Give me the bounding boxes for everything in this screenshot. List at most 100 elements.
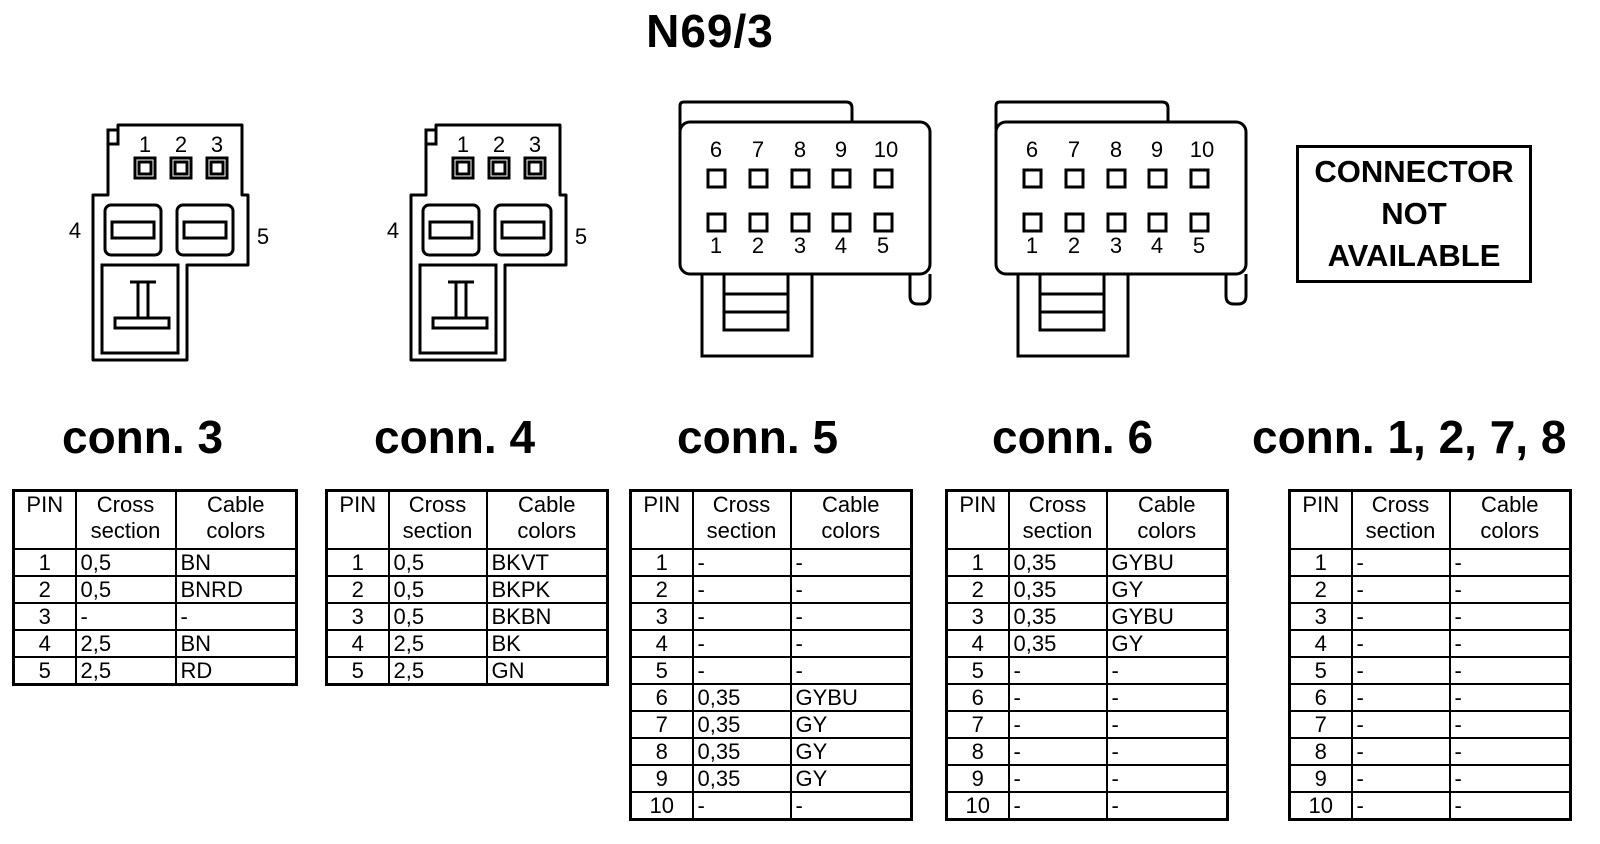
cross-section-cell: 0,35 — [691, 737, 792, 766]
cable-color-cell: - — [174, 602, 298, 631]
cable-color-cell: - — [1448, 602, 1572, 631]
cross-section-cell: - — [1007, 656, 1108, 685]
pin-cell: 2 — [12, 575, 77, 604]
connector-3-pin-2-label: 2 — [175, 132, 187, 157]
cross-section-cell: - — [1007, 764, 1108, 793]
pin-cell: 4 — [325, 629, 390, 658]
connector-5-pin-7-label: 7 — [752, 137, 764, 162]
pin-cell: 3 — [12, 602, 77, 631]
connector-3-pin-1-label: 1 — [139, 132, 151, 157]
header-pin: PIN — [325, 489, 390, 550]
connector-3-label: conn. 3 — [62, 411, 224, 463]
cross-section-cell: - — [1007, 710, 1108, 739]
connector-6-label: conn. 6 — [992, 411, 1154, 463]
cross-section-cell: 2,5 — [74, 629, 177, 658]
pin-cell: 3 — [629, 602, 694, 631]
cross-section-cell: - — [1350, 629, 1451, 658]
cable-color-cell: - — [1448, 548, 1572, 577]
connector-3-pin-5-label: 5 — [257, 224, 269, 249]
pin-cell: 8 — [629, 737, 694, 766]
pin-cell: 6 — [945, 683, 1010, 712]
connector-4-pin-3-label: 3 — [529, 132, 541, 157]
pin-cell: 2 — [325, 575, 390, 604]
connector-6-pin-1-label: 1 — [1026, 233, 1038, 258]
cross-section-cell: - — [1007, 683, 1108, 712]
connector-6-pin-6-label: 6 — [1026, 137, 1038, 162]
cable-color-cell: - — [1105, 683, 1229, 712]
cable-color-cell: BKPK — [485, 575, 609, 604]
pin-cell: 1 — [1288, 548, 1353, 577]
connector-4-diagram: 1 2 3 4 5 — [387, 123, 587, 362]
connector-5-pin-5-label: 5 — [877, 233, 889, 258]
cross-section-cell: 0,35 — [1007, 602, 1108, 631]
cross-section-cell: - — [1350, 548, 1451, 577]
pin-cell: 5 — [12, 656, 77, 686]
header-pin: PIN — [1288, 489, 1353, 550]
cable-color-cell: - — [1448, 629, 1572, 658]
header-pin: PIN — [945, 489, 1010, 550]
cable-color-cell: - — [789, 791, 913, 821]
pin-cell: 7 — [1288, 710, 1353, 739]
cross-section-cell: 0,35 — [1007, 548, 1108, 577]
connector-6-pin-5-label: 5 — [1193, 233, 1205, 258]
connector-not-available-box: CONNECTOR NOT AVAILABLE — [1296, 145, 1532, 283]
cable-color-cell: BN — [174, 548, 298, 577]
pin-cell: 1 — [945, 548, 1010, 577]
cable-color-cell: - — [789, 602, 913, 631]
cable-color-cell: - — [1448, 656, 1572, 685]
pin-cell: 2 — [1288, 575, 1353, 604]
cable-color-cell: GY — [789, 710, 913, 739]
pin-cell: 4 — [1288, 629, 1353, 658]
cross-section-cell: - — [1350, 656, 1451, 685]
connector-6-diagram: 6 7 8 9 10 1 2 3 4 5 — [994, 100, 1248, 358]
connector-1-2-7-8-label: conn. 1, 2, 7, 8 — [1252, 411, 1567, 463]
connector-4-pin-2-label: 2 — [493, 132, 505, 157]
pin-cell: 3 — [1288, 602, 1353, 631]
cross-section-cell: - — [691, 629, 792, 658]
table-row: 5-- — [945, 656, 1229, 685]
pin-cell: 3 — [325, 602, 390, 631]
table-row: 6-- — [1288, 683, 1572, 712]
connector-3-diagram: 1 2 3 4 5 — [69, 123, 269, 362]
cross-section-cell: - — [1350, 791, 1451, 821]
pin-cell: 4 — [945, 629, 1010, 658]
header-cross-section: Cross section — [387, 489, 488, 550]
connector-4-pin-4-label: 4 — [387, 218, 399, 243]
connector-5-pin-4-label: 4 — [835, 233, 847, 258]
table-row: 4-- — [1288, 629, 1572, 658]
cable-color-cell: - — [1448, 791, 1572, 821]
cross-section-cell: - — [1350, 575, 1451, 604]
table-row: 10-- — [1288, 791, 1572, 821]
connector-4-pin-1-label: 1 — [457, 132, 469, 157]
cable-color-cell: - — [1105, 710, 1229, 739]
cross-section-cell: 2,5 — [74, 656, 177, 686]
cross-section-cell: 2,5 — [387, 656, 488, 686]
cross-section-cell: - — [1350, 710, 1451, 739]
table-row: 3-- — [12, 602, 298, 631]
pin-cell: 10 — [1288, 791, 1353, 821]
cross-section-cell: 0,5 — [387, 575, 488, 604]
connector-6-pin-2-label: 2 — [1068, 233, 1080, 258]
cable-color-cell: RD — [174, 656, 298, 686]
cable-color-cell: - — [789, 575, 913, 604]
connector-4-pin-5-label: 5 — [575, 224, 587, 249]
cable-color-cell: - — [1448, 764, 1572, 793]
connector-5-pin-6-label: 6 — [710, 137, 722, 162]
not-available-line-2: NOT — [1381, 196, 1447, 231]
pin-cell: 8 — [945, 737, 1010, 766]
cable-color-cell: GN — [485, 656, 609, 686]
pin-cell: 7 — [945, 710, 1010, 739]
